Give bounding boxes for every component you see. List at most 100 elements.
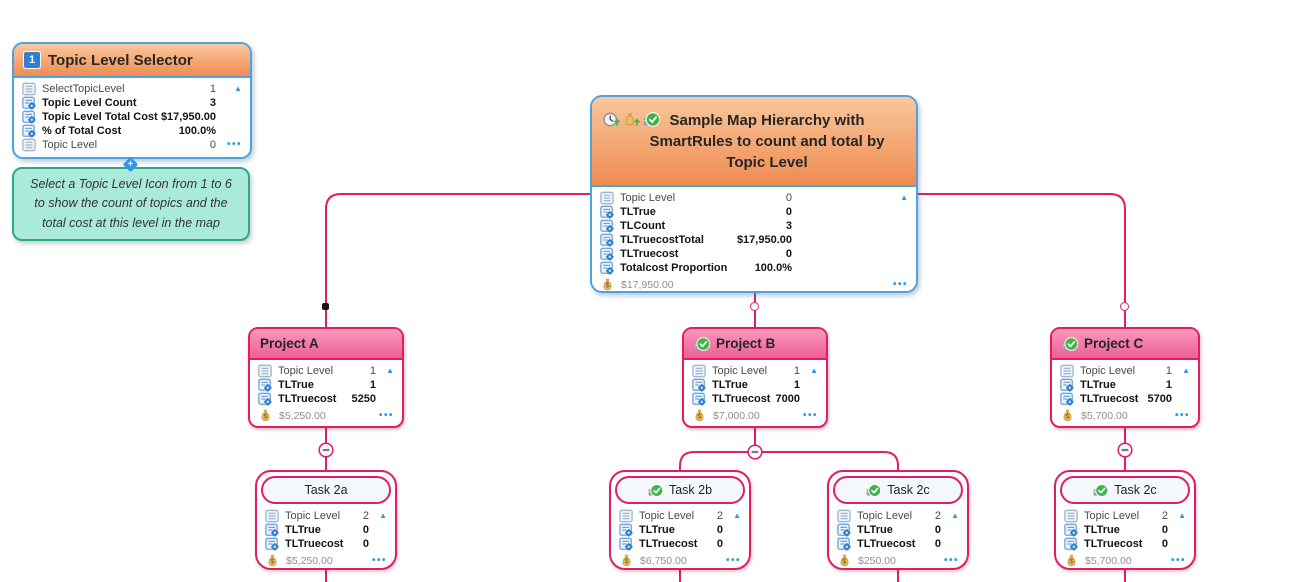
completed-check-icon[interactable] [648, 483, 663, 498]
moneybag-icon [837, 553, 852, 568]
property-value: 1 [369, 365, 376, 377]
project-a-node[interactable]: Project A Topic Level 1 ▲ TLTrue 1 TLTru… [248, 327, 404, 428]
more-properties-button[interactable]: ••• [371, 554, 387, 566]
project-a-header[interactable]: Project A [250, 329, 402, 360]
property-row[interactable]: Topic Level 2 ▲ [619, 509, 741, 523]
collapse-button[interactable] [747, 444, 763, 460]
completed-check-icon[interactable] [1093, 483, 1108, 498]
project-c-node[interactable]: Project C Topic Level 1 ▲ TLTrue 1 TLTru… [1050, 327, 1200, 428]
property-label: TLTruecost [278, 393, 337, 405]
project-c-header[interactable]: Project C [1052, 329, 1198, 360]
task-2c-right-node[interactable]: Task 2c Topic Level 2 ▲ TLTrue 0 TLTruec… [1054, 470, 1196, 570]
project-title: Project A [260, 336, 319, 351]
property-row[interactable]: TLTrue 1 [1060, 378, 1190, 392]
central-header[interactable]: Sample Map Hierarchy with SmartRules to … [592, 97, 916, 187]
task-2b-header[interactable]: Task 2b [615, 476, 745, 504]
property-label: Totalcost Proportion [620, 262, 728, 274]
property-row[interactable]: % of Total Cost 100.0% [22, 124, 242, 138]
property-label: Topic Level [639, 510, 695, 522]
property-row[interactable]: SelectTopicLevel 1 ▲ [22, 82, 242, 96]
cost-value: $5,250.00 [286, 554, 333, 567]
property-label: TLTruecost [639, 538, 698, 550]
property-row[interactable]: TLTruecost 0 [619, 537, 741, 551]
more-properties-button[interactable]: ••• [892, 278, 908, 290]
collapse-arrow-icon[interactable]: ▲ [810, 366, 818, 375]
more-properties-button[interactable]: ••• [378, 409, 394, 421]
rollup-cost-icon[interactable] [623, 111, 640, 128]
formula-icon [837, 523, 851, 537]
collapse-arrow-icon[interactable]: ▲ [386, 366, 394, 375]
property-row[interactable]: TLTruecostTotal $17,950.00 [600, 233, 908, 247]
property-row[interactable]: Topic Level 2 ▲ [265, 509, 387, 523]
property-list-icon [837, 509, 851, 523]
property-row[interactable]: Topic Level 1 ▲ [258, 364, 394, 378]
property-row[interactable]: Topic Level Total Cost $17,950.00 [22, 110, 242, 124]
property-row[interactable]: TLTrue 0 [1064, 523, 1186, 537]
formula-icon [619, 523, 633, 537]
level-1-badge-icon[interactable]: 1 [23, 51, 41, 69]
more-properties-button[interactable]: ••• [725, 554, 741, 566]
completed-check-icon[interactable] [1062, 336, 1078, 352]
task-2a-header[interactable]: Task 2a [261, 476, 391, 504]
property-row[interactable]: TLTrue 0 [265, 523, 387, 537]
property-row[interactable]: TLTrue 0 [837, 523, 959, 537]
property-row[interactable]: Topic Level 1 ▲ [692, 364, 818, 378]
more-properties-button[interactable]: ••• [1174, 409, 1190, 421]
collapse-arrow-icon[interactable]: ▲ [1182, 366, 1190, 375]
property-row[interactable]: Topic Level Count 3 [22, 96, 242, 110]
moneybag-icon [600, 277, 615, 292]
rollup-duration-icon[interactable] [603, 111, 620, 128]
property-row[interactable]: Topic Level 1 ▲ [1060, 364, 1190, 378]
collapse-button[interactable] [1117, 442, 1133, 458]
property-row[interactable]: TLTruecost 7000 [692, 392, 818, 406]
property-value: 0 [362, 538, 369, 550]
property-label: TLTruecost [1084, 538, 1143, 550]
property-row[interactable]: TLTruecost 0 [837, 537, 959, 551]
collapse-arrow-icon[interactable]: ▲ [900, 193, 908, 202]
property-row[interactable]: TLTruecost 5700 [1060, 392, 1190, 406]
property-row[interactable]: Topic Level 0 ••• [22, 138, 242, 152]
task-2a-node[interactable]: Task 2a Topic Level 2 ▲ TLTrue 0 TLTruec… [255, 470, 397, 570]
property-label: Topic Level Count [42, 97, 137, 109]
formula-icon [22, 96, 36, 110]
selector-header[interactable]: 1 Topic Level Selector [14, 44, 250, 78]
collapse-button[interactable] [318, 442, 334, 458]
project-b-node[interactable]: Project B Topic Level 1 ▲ TLTrue 1 TLTru… [682, 327, 828, 428]
more-properties-button[interactable]: ••• [226, 139, 242, 150]
property-row[interactable]: TLTruecost 0 [600, 247, 908, 261]
task-2c-header[interactable]: Task 2c [833, 476, 963, 504]
more-properties-button[interactable]: ••• [1170, 554, 1186, 566]
property-row[interactable]: Topic Level 0 ▲ [600, 191, 908, 205]
central-topic-node[interactable]: Sample Map Hierarchy with SmartRules to … [590, 95, 918, 293]
collapse-arrow-icon[interactable]: ▲ [951, 511, 959, 520]
property-row[interactable]: TLTruecost 0 [265, 537, 387, 551]
completed-check-icon[interactable] [643, 111, 660, 128]
property-row[interactable]: TLTruecost 5250 [258, 392, 394, 406]
property-row[interactable]: TLTrue 1 [258, 378, 394, 392]
property-row[interactable]: TLTrue 0 [600, 205, 908, 219]
central-title: Sample Map Hierarchy with SmartRules to … [649, 111, 885, 171]
property-label: Topic Level Total Cost [42, 111, 158, 123]
task-2b-node[interactable]: Task 2b Topic Level 2 ▲ TLTrue 0 TLTruec… [609, 470, 751, 570]
topic-level-selector-node[interactable]: 1 Topic Level Selector SelectTopicLevel … [12, 42, 252, 159]
formula-icon [619, 537, 633, 551]
completed-check-icon[interactable] [694, 336, 710, 352]
collapse-arrow-icon[interactable]: ▲ [733, 511, 741, 520]
task-2c-node[interactable]: Task 2c Topic Level 2 ▲ TLTrue 0 TLTruec… [827, 470, 969, 570]
more-properties-button[interactable]: ••• [943, 554, 959, 566]
task-2c-right-header[interactable]: Task 2c [1060, 476, 1190, 504]
property-row[interactable]: TLTruecost 0 [1064, 537, 1186, 551]
collapse-arrow-icon[interactable]: ▲ [234, 84, 242, 93]
completed-check-icon[interactable] [866, 483, 881, 498]
property-row[interactable]: Totalcost Proportion 100.0% [600, 261, 908, 275]
property-row[interactable]: Topic Level 2 ▲ [1064, 509, 1186, 523]
property-row[interactable]: TLCount 3 [600, 219, 908, 233]
property-row[interactable]: TLTrue 1 [692, 378, 818, 392]
property-row[interactable]: TLTrue 0 [619, 523, 741, 537]
property-row[interactable]: Topic Level 2 ▲ [837, 509, 959, 523]
collapse-arrow-icon[interactable]: ▲ [379, 511, 387, 520]
project-b-header[interactable]: Project B [684, 329, 826, 360]
callout-note[interactable]: Select a Topic Level Icon from 1 to 6 to… [12, 167, 250, 241]
collapse-arrow-icon[interactable]: ▲ [1178, 511, 1186, 520]
more-properties-button[interactable]: ••• [802, 409, 818, 421]
